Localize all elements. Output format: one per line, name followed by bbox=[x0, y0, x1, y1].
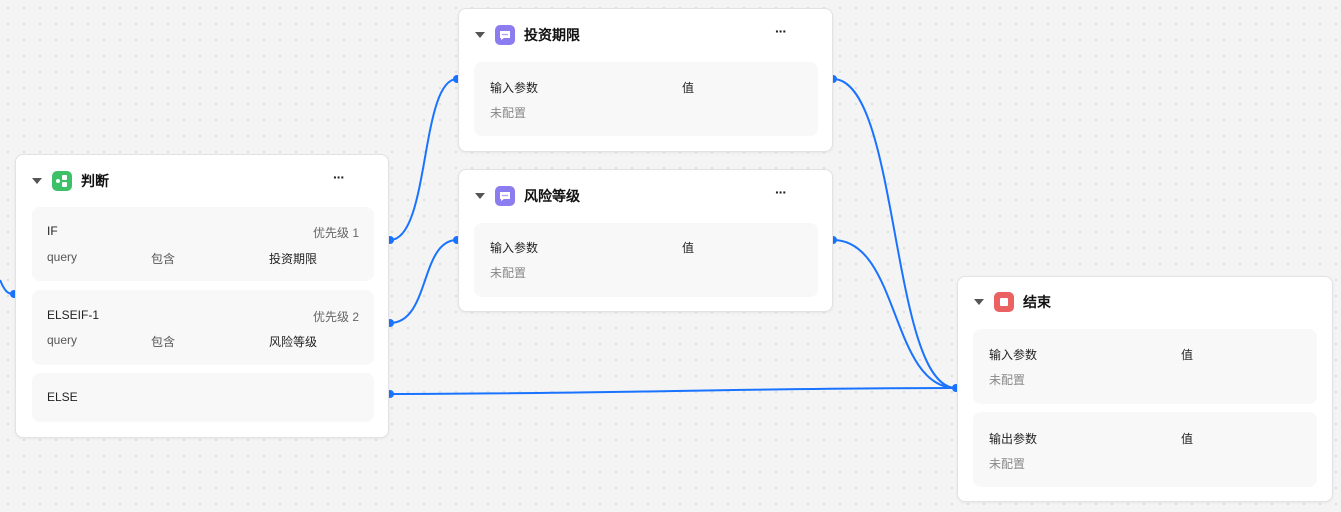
input-params: 输入参数 值 未配置 bbox=[973, 329, 1317, 404]
node-title: 投资期限 bbox=[524, 27, 580, 43]
condition-op: 包含 bbox=[151, 335, 176, 349]
judge-node[interactable]: 判断 ··· IF 优先级 1 query 包含 投资期限 ELSEIF-1 优… bbox=[15, 154, 389, 438]
condition-op: 包含 bbox=[151, 252, 176, 266]
collapse-caret-icon[interactable] bbox=[32, 178, 42, 184]
value-label: 值 bbox=[1181, 348, 1194, 362]
output-params: 输出参数 值 未配置 bbox=[973, 412, 1317, 487]
node-title: 结束 bbox=[1023, 294, 1051, 310]
branch-name: IF bbox=[47, 224, 58, 238]
condition-value: 风险等级 bbox=[269, 335, 318, 349]
end-node[interactable]: 结束 输入参数 值 未配置 输出参数 值 未配置 bbox=[957, 276, 1333, 502]
empty-text: 未配置 bbox=[989, 373, 1026, 387]
param-label: 输入参数 bbox=[490, 241, 539, 255]
value-label: 值 bbox=[682, 241, 695, 255]
more-icon[interactable]: ··· bbox=[775, 23, 787, 39]
input-params: 输入参数 值 未配置 bbox=[474, 62, 818, 136]
reply-node-risk-level[interactable]: 风险等级 ··· 输入参数 值 未配置 bbox=[458, 169, 833, 312]
param-label: 输出参数 bbox=[989, 432, 1038, 446]
branch-icon bbox=[52, 171, 72, 191]
more-icon[interactable]: ··· bbox=[775, 184, 787, 200]
edge-elseif-to-risk bbox=[389, 239, 458, 324]
branch-priority: 优先级 2 bbox=[312, 310, 359, 324]
branch-else[interactable]: ELSE bbox=[32, 373, 374, 422]
value-label: 值 bbox=[1181, 432, 1194, 446]
condition-field: query bbox=[47, 250, 78, 264]
empty-text: 未配置 bbox=[490, 266, 527, 280]
edge-else-to-end bbox=[389, 387, 957, 395]
message-icon bbox=[495, 25, 515, 45]
condition-value: 投资期限 bbox=[269, 252, 318, 266]
message-icon bbox=[495, 186, 515, 206]
collapse-caret-icon[interactable] bbox=[475, 193, 485, 199]
reply-node-invest-term[interactable]: 投资期限 ··· 输入参数 值 未配置 bbox=[458, 8, 833, 152]
branch-elseif[interactable]: ELSEIF-1 优先级 2 query 包含 风险等级 bbox=[32, 290, 374, 365]
branch-name: ELSE bbox=[47, 390, 78, 404]
input-params: 输入参数 值 未配置 bbox=[474, 223, 818, 297]
edge-invest-to-end bbox=[832, 78, 957, 389]
param-label: 输入参数 bbox=[989, 348, 1038, 362]
node-title: 风险等级 bbox=[524, 188, 580, 204]
stop-icon bbox=[994, 292, 1014, 312]
node-title: 判断 bbox=[81, 173, 109, 189]
param-label: 输入参数 bbox=[490, 81, 539, 95]
branch-if[interactable]: IF 优先级 1 query 包含 投资期限 bbox=[32, 207, 374, 281]
edge-if-to-invest bbox=[389, 78, 458, 241]
condition-field: query bbox=[47, 333, 78, 347]
edge-risk-to-end bbox=[832, 239, 957, 389]
empty-text: 未配置 bbox=[989, 457, 1026, 471]
more-icon[interactable]: ··· bbox=[333, 169, 345, 185]
branch-name: ELSEIF-1 bbox=[47, 308, 100, 322]
value-label: 值 bbox=[682, 81, 695, 95]
branch-priority: 优先级 1 bbox=[312, 226, 359, 240]
empty-text: 未配置 bbox=[490, 106, 527, 120]
collapse-caret-icon[interactable] bbox=[974, 299, 984, 305]
collapse-caret-icon[interactable] bbox=[475, 32, 485, 38]
